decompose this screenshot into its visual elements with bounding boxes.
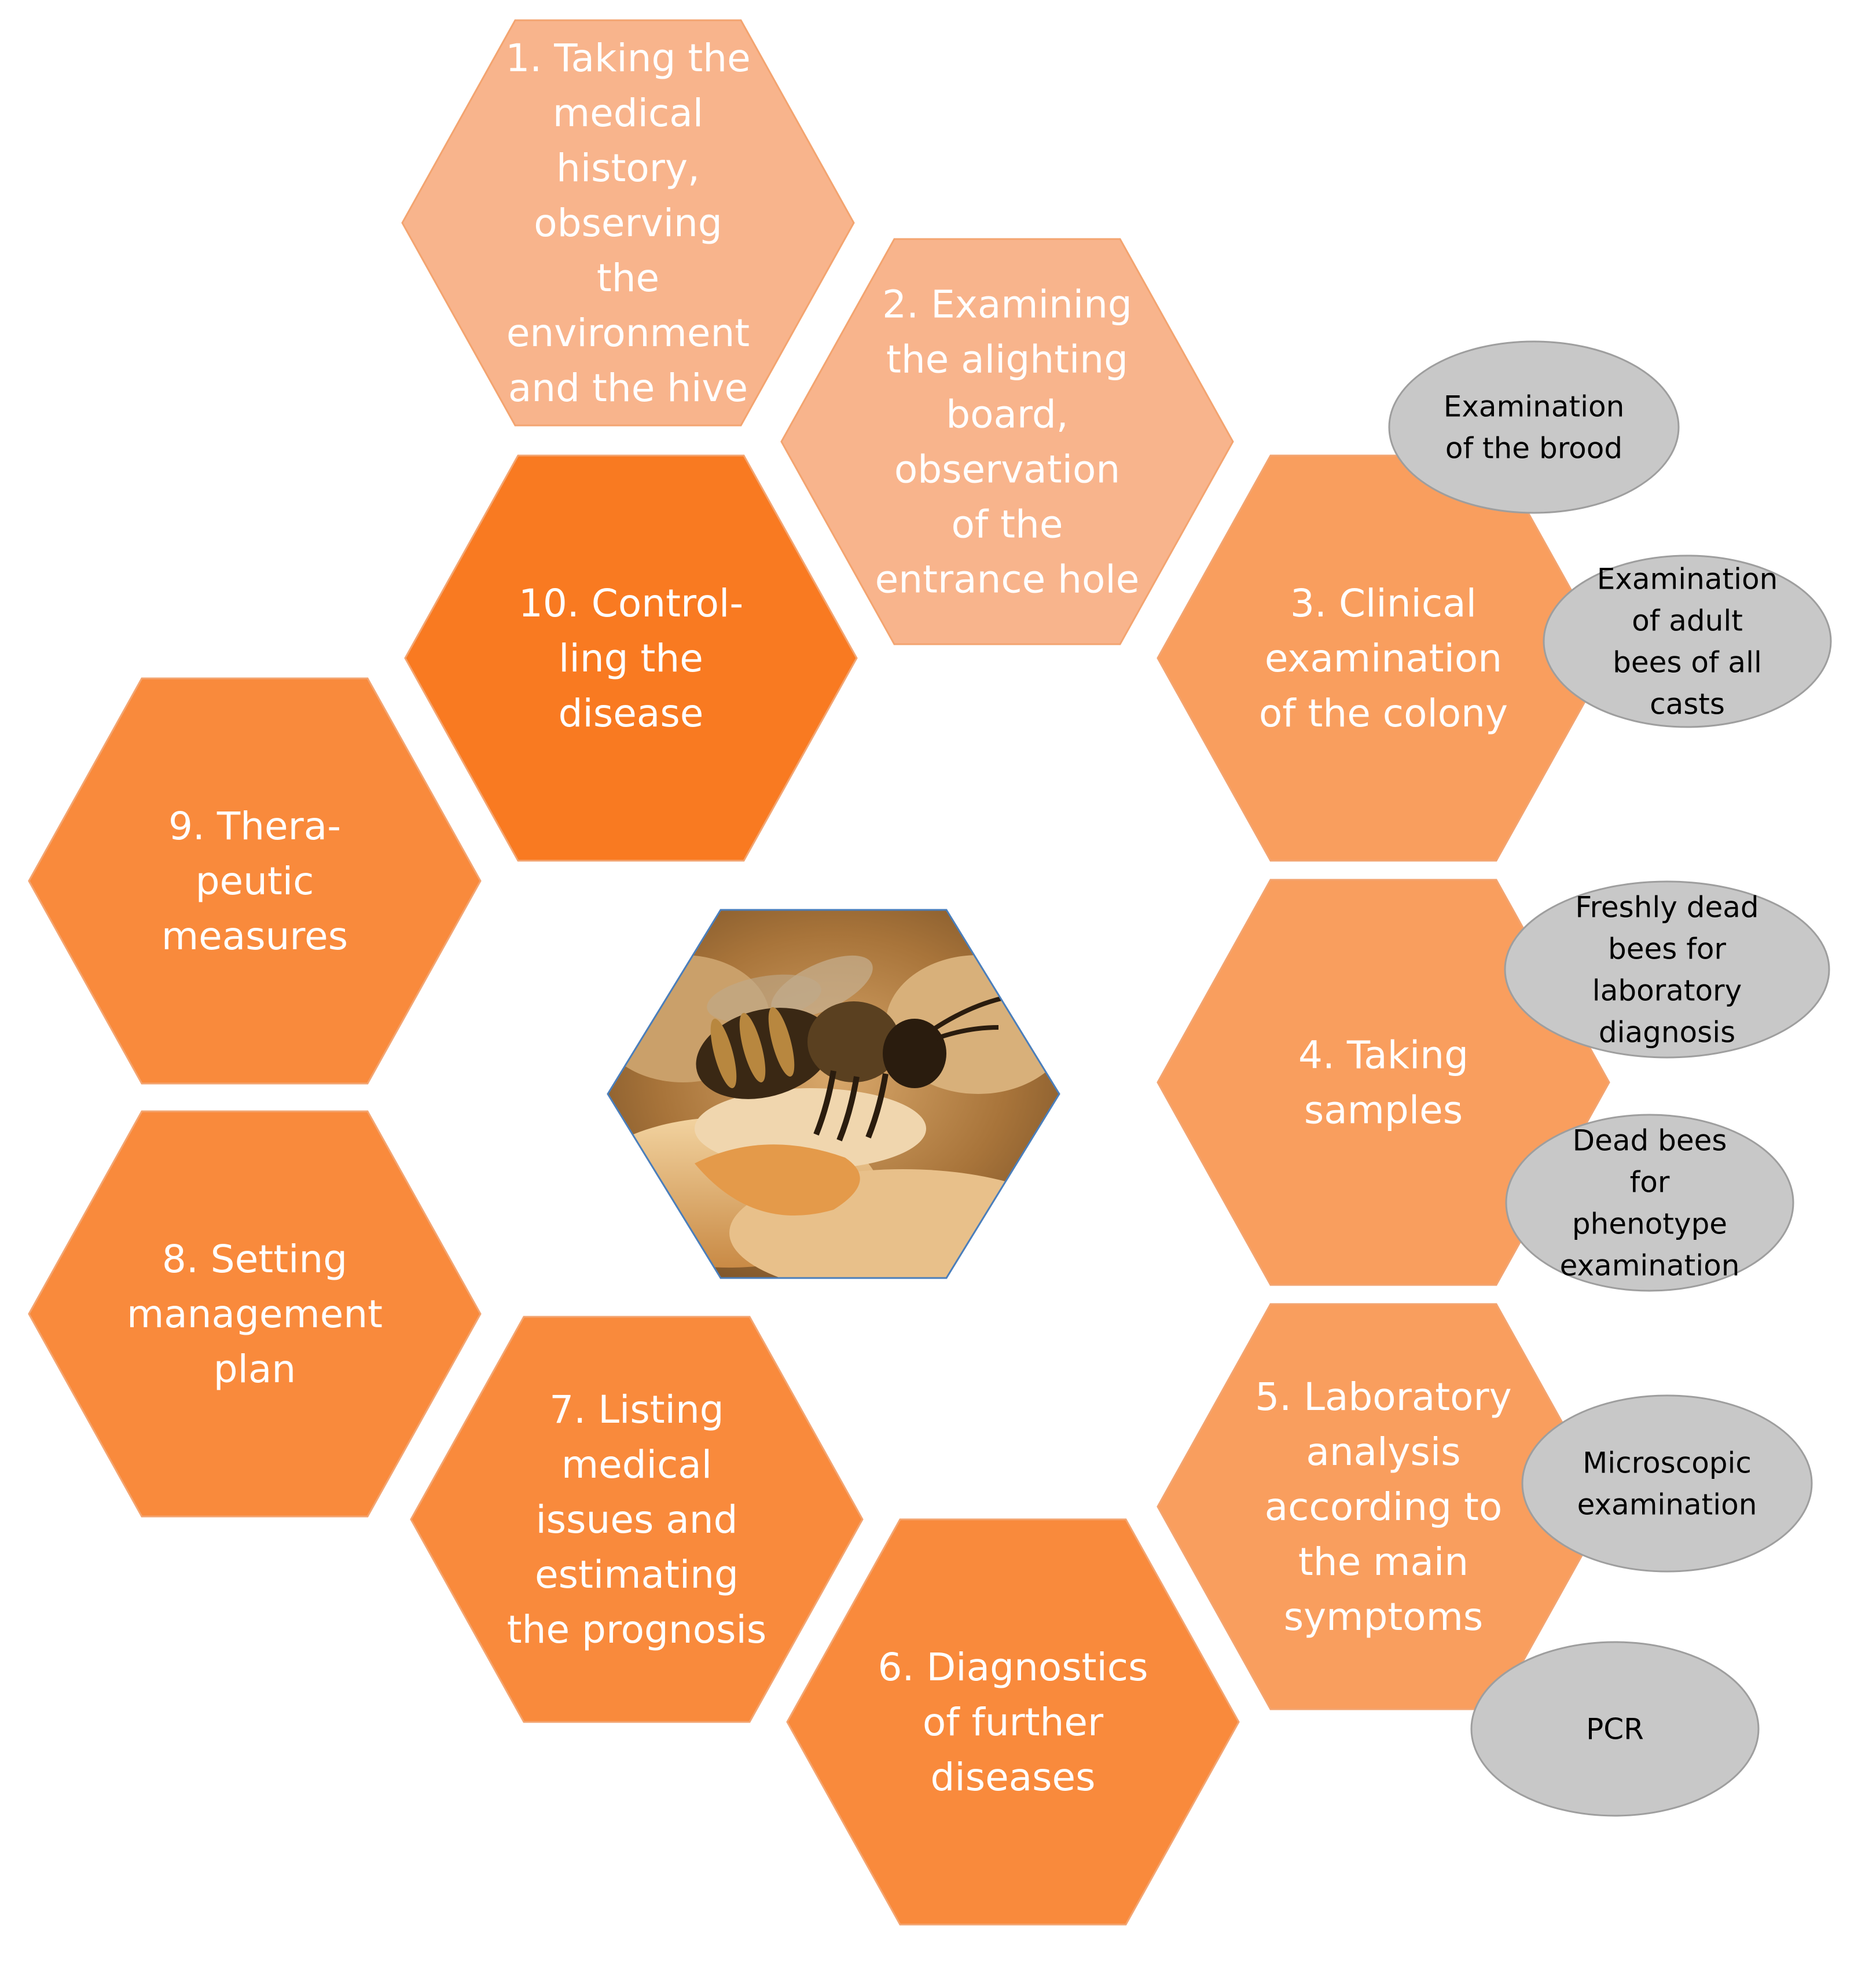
- hexagon-label-line: 9. Thera-: [168, 804, 341, 849]
- hexagon-label-line: issues and: [535, 1497, 737, 1542]
- oval-label-line: Microscopic: [1583, 1446, 1752, 1480]
- oval-brood-exam: Examination of the brood: [1388, 340, 1680, 514]
- hexagon-label-line: of further: [923, 1700, 1104, 1745]
- oval-shape: [1470, 1641, 1760, 1817]
- hexagon-step-6: 6. Diagnostics of further diseases: [786, 1518, 1240, 1926]
- hexagon-step-10: 10. Control-ling the disease: [404, 454, 858, 862]
- hexagon-label-line: samples: [1304, 1088, 1463, 1133]
- hexagon-label-line: 1. Taking the: [505, 36, 750, 80]
- hexagon-label-line: medical: [553, 91, 703, 135]
- hexagon-label-line: of the colony: [1259, 691, 1508, 736]
- oval-label-line: examination: [1560, 1249, 1740, 1283]
- hexagon-label-line: 7. Listing: [549, 1387, 724, 1432]
- hexagon-label-line: 6. Diagnostics: [878, 1645, 1148, 1690]
- oval-shape: [1504, 880, 1830, 1059]
- hexagon-label-line: the main: [1298, 1540, 1469, 1584]
- oval-label-line: casts: [1650, 688, 1725, 721]
- hexagon-label-line: 5. Laboratory: [1255, 1375, 1511, 1419]
- oval-shape: [1388, 340, 1680, 514]
- hexagon-label-line: diseases: [930, 1755, 1095, 1800]
- hexagon-label-line: symptoms: [1284, 1595, 1484, 1639]
- oval-microscopic: Microscopic examination: [1521, 1394, 1813, 1573]
- hexagon-label-line: the prognosis: [507, 1607, 766, 1652]
- hexagon-label-line: management: [127, 1292, 383, 1336]
- hexagon-shape: [28, 677, 482, 1085]
- hexagon-label-line: medical: [561, 1442, 712, 1487]
- hexagon-label-line: board,: [946, 392, 1069, 437]
- hexagon-label-line: environment: [506, 311, 750, 355]
- oval-label-line: bees for: [1608, 932, 1726, 966]
- oval-label-line: examination: [1577, 1488, 1757, 1522]
- hexagon-label-line: ling the: [559, 636, 703, 681]
- hexagon-step-1: 1. Taking the medical history, observing the…: [401, 19, 855, 427]
- hexagon-label-line: 2. Examining: [882, 282, 1132, 327]
- hexagon-step-4: 4. Taking samples: [1157, 879, 1610, 1286]
- oval-pcr: PCR: [1470, 1641, 1760, 1817]
- hexagon-step-5: 5. Laboratory analysis according to the mai…: [1157, 1303, 1610, 1710]
- oval-shape: [1543, 554, 1832, 728]
- oval-label-line: PCR: [1586, 1713, 1644, 1746]
- hexagon-shape: [404, 454, 858, 862]
- honeybee-photo: [608, 910, 1059, 1278]
- oval-label-line: Dead bees: [1573, 1124, 1727, 1158]
- center-hexagon-outline: [607, 909, 1060, 1279]
- hexagon-label-line: of the: [952, 502, 1063, 547]
- hexagon-label-line: analysis: [1306, 1430, 1460, 1474]
- hexagon-label-line: measures: [161, 914, 348, 959]
- oval-freshly-dead: Freshly dead bees for laboratory diagnosis: [1504, 880, 1830, 1059]
- hexagon-label-line: 4. Taking: [1298, 1033, 1469, 1078]
- hexagon-label-line: peutic: [196, 859, 314, 904]
- hexagon-layer: 1. Taking the medical history, observing the…: [28, 19, 1610, 1926]
- hexagon-label-line: the alighting: [886, 337, 1128, 382]
- hexagon-label-line: plan: [214, 1347, 296, 1391]
- hexagon-label-line: 3. Clinical: [1290, 581, 1477, 626]
- hexagon-step-3: 3. Clinical examination of the colony: [1157, 454, 1610, 862]
- hexagon-shape: [401, 19, 855, 427]
- hexagon-label-line: disease: [559, 691, 704, 736]
- oval-adult-bees-exam: Examination of adult bees of all casts: [1543, 554, 1832, 728]
- hexagon-shape: [410, 1316, 864, 1723]
- oval-label-line: diagnosis: [1599, 1016, 1735, 1049]
- oval-label-line: Examination: [1444, 390, 1625, 424]
- oval-label-line: Freshly dead: [1575, 891, 1758, 924]
- hexagon-label-line: estimating: [535, 1552, 739, 1597]
- hexagon-label-line: 8. Setting: [162, 1237, 347, 1281]
- hexagon-label-line: and the hive: [508, 366, 748, 410]
- oval-label-line: of adult: [1632, 604, 1743, 638]
- oval-shape: [1521, 1394, 1813, 1573]
- oval-dead-phenotype: Dead bees for phenotype examination: [1505, 1114, 1794, 1292]
- hexagon-label-line: 10. Control-: [519, 581, 743, 626]
- center-image: [607, 909, 1060, 1279]
- oval-label-line: of the brood: [1445, 432, 1622, 465]
- hexagon-step-2: 2. Examining the alighting board, observati…: [780, 238, 1234, 645]
- hexagon-label-line: the: [597, 256, 659, 300]
- hexagon-step-9: 9. Thera-peutic measures: [28, 677, 482, 1085]
- hexagon-shape: [780, 238, 1234, 645]
- hexagon-step-8: 8. Setting management plan: [28, 1110, 482, 1518]
- hexagon-label-line: history,: [556, 146, 700, 190]
- oval-shape: [1505, 1114, 1794, 1292]
- hexagon-label-line: observation: [894, 447, 1120, 492]
- oval-label-line: laboratory: [1592, 974, 1742, 1008]
- oval-label-line: for: [1630, 1166, 1670, 1199]
- hexagon-label-line: entrance hole: [875, 557, 1140, 602]
- hexagon-label-line: examination: [1265, 636, 1502, 681]
- hexagon-label-line: observing: [534, 201, 722, 245]
- hexagon-shape: [1157, 879, 1610, 1286]
- hexagon-shape: [786, 1518, 1240, 1926]
- hexagon-step-7: 7. Listing medical issues and estimating the…: [410, 1316, 864, 1723]
- oval-label-line: Examination: [1597, 563, 1778, 596]
- hexagon-label-line: according to: [1265, 1485, 1503, 1529]
- oval-label-line: phenotype: [1572, 1207, 1727, 1241]
- oval-label-line: bees of all: [1613, 646, 1762, 680]
- hexagon-shape: [28, 1110, 482, 1518]
